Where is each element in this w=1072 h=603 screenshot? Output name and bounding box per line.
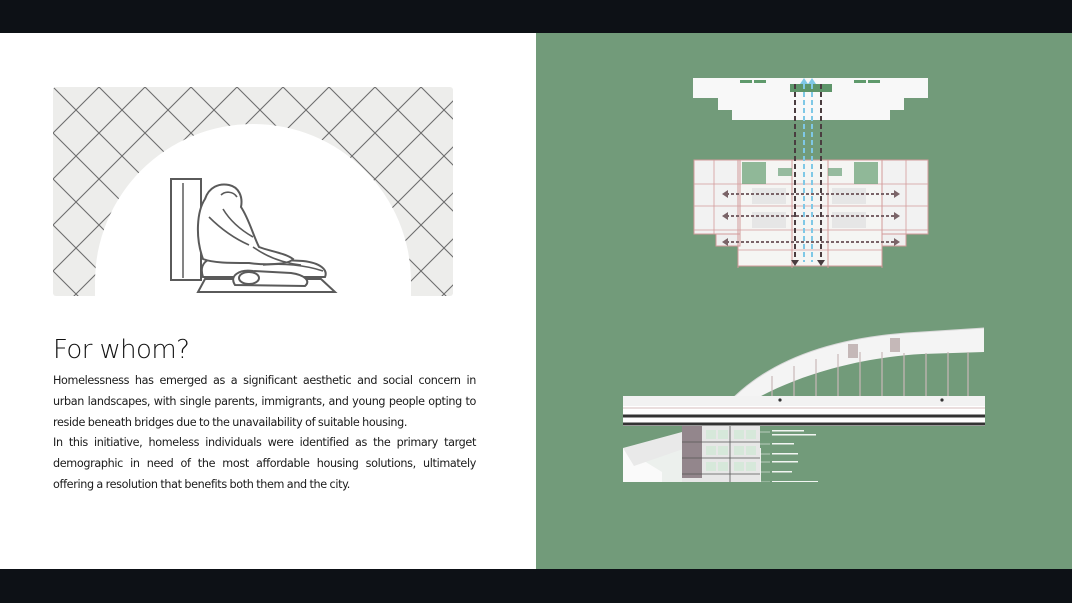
building-section-diagram (693, 78, 929, 268)
bridge-elevation-diagram (623, 327, 985, 482)
paragraph-initiative: In this initiative, homeless individuals… (53, 436, 476, 491)
body-text: Homelessness has emerged as a significan… (53, 371, 476, 496)
homeless-person-under-arch-icon (53, 87, 453, 296)
page-title: For whom? (53, 335, 190, 365)
paragraph-context: Homelessness has emerged as a significan… (53, 374, 476, 429)
top-frame-bar (0, 0, 1072, 33)
left-page: For whom? Homelessness has emerged as a … (0, 33, 536, 569)
bottom-frame-bar (0, 569, 1072, 603)
